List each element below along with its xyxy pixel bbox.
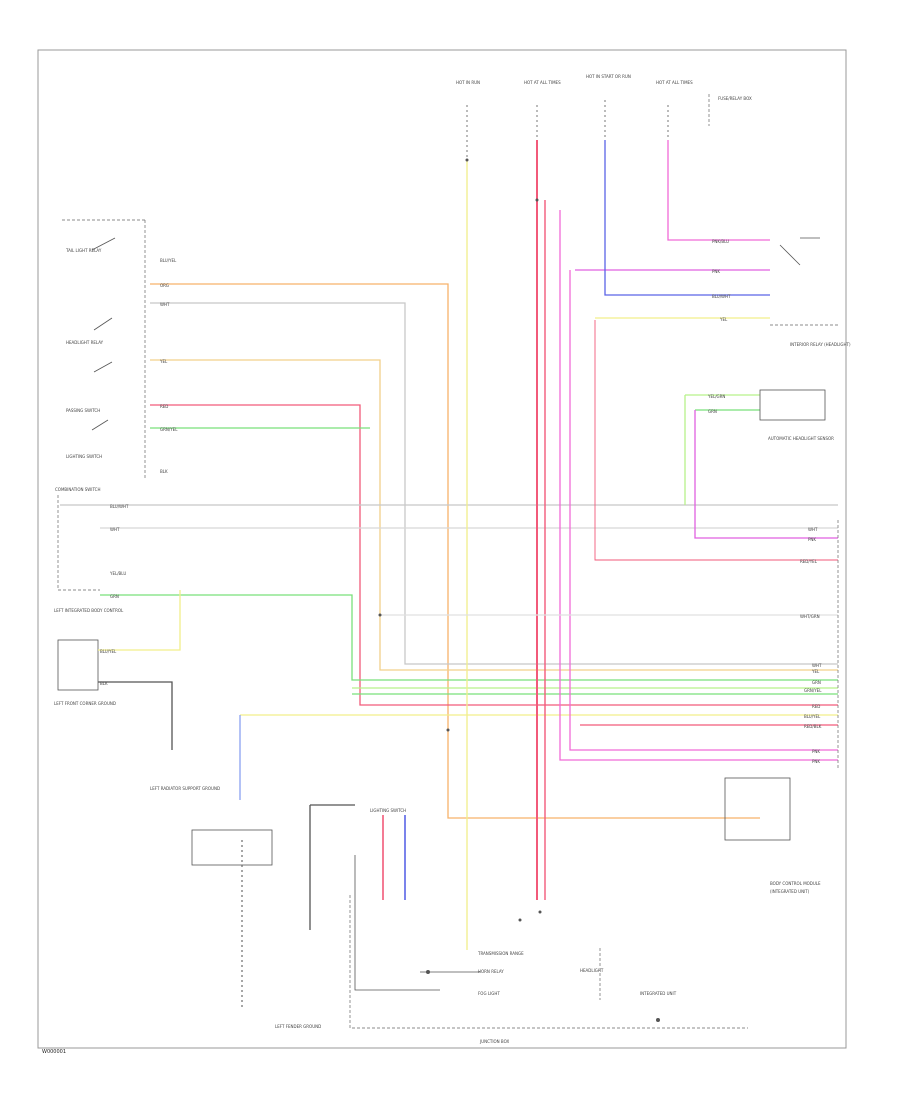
wire-gray-1: [150, 302, 838, 665]
bcm-right-sub-label: (INTEGRATED UNIT): [770, 889, 810, 894]
bottom-junction-3-label: FOG LIGHT: [478, 991, 500, 996]
junction-dot: [538, 910, 542, 914]
left-ground-label: LEFT FRONT CORNER GROUND: [54, 701, 116, 706]
tag-grn-2: GRN: [708, 409, 717, 414]
tag-wht-2: WHT: [110, 527, 120, 532]
tag-blu-wht: BLU/WHT: [110, 504, 129, 509]
bottom-junction-2-label: HORN RELAY: [478, 969, 504, 974]
wire-junction-1: [354, 855, 440, 991]
junction-dots: [378, 158, 660, 1022]
tag-yel-2: YEL: [719, 317, 728, 322]
junction-dot: [656, 1018, 660, 1022]
tag-red: RED: [160, 404, 168, 409]
wire-pink-1: [559, 210, 838, 761]
bottom-junction-4-label: HEADLIGHT: [580, 968, 604, 973]
bcm-right-label: BODY CONTROL MODULE: [770, 881, 821, 886]
tag-wht-grn: WHT/GRN: [800, 614, 820, 619]
footer-code: W000001: [42, 1049, 66, 1055]
tag-org: ORG: [160, 283, 169, 288]
fuse-top-1-label: HOT IN RUN: [456, 80, 480, 85]
junction-label: LIGHTING SWITCH: [370, 808, 406, 813]
tag-pnk: PNK: [712, 269, 720, 274]
right-module-box: [724, 777, 791, 841]
tag-blk-2: BLK: [100, 681, 108, 686]
tag-pnk-4: PNK: [812, 759, 820, 764]
wire-green-2: [100, 594, 838, 681]
wire-orange: [150, 283, 760, 819]
fuse-top-2-label: HOT AT ALL TIMES: [524, 80, 561, 85]
tag-grn: GRN: [110, 594, 119, 599]
headlight-relay-label: HEADLIGHT RELAY: [66, 340, 104, 345]
tag-red-yel: RED/YEL: [800, 559, 818, 564]
fuse-top-4-label: HOT AT ALL TIMES: [656, 80, 693, 85]
bottom-caption: JUNCTION BOX: [479, 1039, 509, 1044]
wire-magenta-right: [694, 410, 838, 539]
wire-yellow-1: [150, 359, 838, 671]
bottom-left-module: [191, 829, 273, 866]
right-relay-label: INTERIOR RELAY (HEADLIGHT): [790, 342, 851, 347]
wire-yellow-left: [98, 590, 181, 651]
junction-dot: [378, 613, 382, 617]
combination-switch-label: COMBINATION SWITCH: [55, 487, 100, 492]
tag-wht: WHT: [160, 302, 170, 307]
tag-blu-wht-2: BLU/WHT: [712, 294, 731, 299]
wire-dark-left: [98, 681, 173, 750]
fuse-box-right-label: FUSE/RELAY BOX: [718, 96, 752, 101]
diagram-frame: [37, 49, 847, 1049]
wire-tags: BLU/YEL ORG WHT YEL RED GRN/YEL BLK BLU/…: [100, 239, 822, 764]
tag-pnk-2: PNK: [808, 537, 816, 542]
tag-red-blk: RED/BLK: [804, 724, 822, 729]
right-sensor-box: [759, 389, 826, 421]
tag-red-2: RED: [812, 704, 820, 709]
tag-blu-yel-2: BLU/YEL: [100, 649, 117, 654]
junction-dot: [426, 970, 430, 974]
lighting-switch-label: LIGHTING SWITCH: [66, 454, 102, 459]
ground-bottom-mid-label: LEFT FENDER GROUND: [275, 1024, 321, 1029]
wire-red-1: [150, 404, 838, 706]
tag-yel-grn: YEL/GRN: [707, 394, 725, 399]
tag-grn-3: GRN: [812, 680, 821, 685]
tag-pnk-3: PNK: [812, 749, 820, 754]
tag-grn-yel: GRN/YEL: [160, 427, 178, 432]
wire-pink-3: [667, 140, 770, 241]
left-sensor-box: [57, 639, 99, 691]
junction-dot: [518, 918, 522, 922]
tag-pnk-blu: PNK/BLU: [712, 239, 729, 244]
left-ibc-label: LEFT INTEGRATED BODY CONTROL: [54, 608, 124, 613]
ground-bottom-left-label: LEFT RADIATOR SUPPORT GROUND: [150, 786, 220, 791]
tag-grn-yel-2: GRN/YEL: [804, 688, 822, 693]
bottom-junction-1-label: TRANSMISSION RANGE: [477, 951, 524, 956]
bottom-junction-5-label: INTEGRATED UNIT: [640, 991, 677, 996]
tag-yel-blu: YEL/BLU: [109, 571, 126, 576]
passing-switch-label: PASSING SWITCH: [66, 408, 100, 413]
tail-light-relay-label: TAIL LIGHT RELAY: [65, 248, 102, 253]
left-switch-block: TAIL LIGHT RELAY HEADLIGHT RELAY PASSING…: [54, 219, 146, 706]
tag-wht-4: WHT: [812, 663, 822, 668]
junction-box-outline: [349, 895, 748, 1029]
fuse-top-3-label: HOT IN START OR RUN: [586, 74, 631, 79]
right-components: INTERIOR RELAY (HEADLIGHT) AUTOMATIC HEA…: [724, 237, 851, 894]
bottom-components: LEFT RADIATOR SUPPORT GROUND LEFT FENDER…: [150, 786, 748, 1044]
tag-blk: BLK: [160, 469, 168, 474]
wire-blue-top: [604, 140, 770, 296]
wire-pink-2: [569, 270, 838, 751]
wires: [60, 140, 838, 1010]
junction-dot: [535, 198, 539, 202]
wire-red-right: [594, 320, 838, 561]
fuse-group-top: HOT IN RUN HOT AT ALL TIMES HOT IN START…: [456, 74, 752, 160]
tag-yel: YEL: [159, 359, 168, 364]
tag-yel-3: YEL: [811, 669, 820, 674]
tag-wht-3: WHT: [808, 527, 818, 532]
right-relay-2-label: AUTOMATIC HEADLIGHT SENSOR: [768, 436, 834, 441]
tag-blu-yel-1: BLU/YEL: [160, 258, 177, 263]
junction-dot: [465, 158, 469, 162]
tag-blu-yel-3: BLU/YEL: [804, 714, 821, 719]
junction-dot: [446, 728, 450, 732]
